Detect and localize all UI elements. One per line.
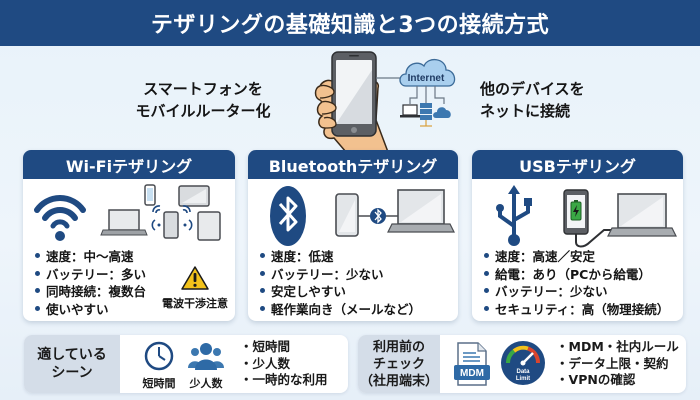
card-wifi-tethering: Wi-Fiテザリング <box>23 150 235 321</box>
list-item: バッテリー：少ない <box>260 266 421 284</box>
usb-icon <box>496 185 532 246</box>
list-item: 安定しやすい <box>260 283 421 301</box>
intro-right-line2: ネットに接続 <box>480 102 571 120</box>
intro-left-line2: モバイルルーター化 <box>135 102 271 120</box>
warning-label: 電波干渉注意 <box>162 297 228 310</box>
scenes-label-line1: 適している <box>37 347 107 363</box>
wifi-icon <box>34 195 86 241</box>
bluetooth-feature-list: 速度：低速 バッテリー：少ない 安定しやすい 軽作業向き（メールなど） <box>260 248 421 318</box>
list-item: 給電：あり（PCから給電） <box>484 266 669 284</box>
suitable-scenes-box: 適している シーン 短時間 少人数 短時間 少人数 一時的な利用 <box>24 335 348 393</box>
intro-right-line1: 他のデバイスを <box>480 80 585 98</box>
mdm-document-icon: MDM <box>454 342 490 386</box>
list-item: VPNの確認 <box>556 372 679 389</box>
list-item: データ上限・契約 <box>556 356 679 373</box>
wifi-feature-list: 速度：中～高速 バッテリー：多い 同時接続：複数台 使いやすい <box>35 248 146 318</box>
pre-use-check-box: 利用前の チェック （社用端末） MDM Data Limit MDM・社内ルー… <box>358 335 686 393</box>
check-label-line2: チェック <box>372 356 425 372</box>
svg-text:Limit: Limit <box>516 376 530 382</box>
svg-text:Data: Data <box>516 369 530 375</box>
list-item: バッテリー：多い <box>35 266 146 284</box>
list-item: 速度：低速 <box>260 248 421 266</box>
list-item: 一時的な利用 <box>240 372 328 389</box>
group-icon <box>188 343 224 370</box>
page-title: テザリングの基礎知識と3つの接続方式 <box>150 13 550 38</box>
page-header: テザリングの基礎知識と3つの接続方式 <box>0 0 700 46</box>
scenes-label: 適している シーン <box>24 335 120 393</box>
clock-icon <box>144 341 174 371</box>
card-title: Wi-Fiテザリング <box>23 150 235 179</box>
list-item: 使いやすい <box>35 301 146 319</box>
scenes-label-line2: シーン <box>51 365 93 381</box>
phone-laptop-icon <box>335 189 455 237</box>
list-item: 短時間 <box>240 339 328 356</box>
usb-feature-list: 速度：高速／安定 給電：あり（PCから給電） バッテリー：少ない セキュリティ：… <box>484 248 669 318</box>
hand-phone-icon: Internet <box>314 51 456 153</box>
card-bluetooth-tethering: Bluetoothテザリング 速度：低速 バッテリー：少ない 安定しやすい <box>248 150 458 321</box>
svg-text:MDM: MDM <box>460 368 484 379</box>
devices-icon <box>100 184 221 241</box>
svg-text:Internet: Internet <box>408 73 445 84</box>
bluetooth-illustration <box>248 182 458 250</box>
list-item: 少人数 <box>240 356 328 373</box>
scenes-list: 短時間 少人数 一時的な利用 <box>240 339 328 389</box>
card-title: Bluetoothテザリング <box>248 150 458 179</box>
list-item: 軽作業向き（メールなど） <box>260 301 421 319</box>
list-item: 同時接続：複数台 <box>35 283 146 301</box>
list-item: セキュリティ：高（物理接続） <box>484 301 669 319</box>
usb-illustration <box>472 182 683 250</box>
list-item: MDM・社内ルール <box>556 339 679 356</box>
card-title: USBテザリング <box>472 150 683 179</box>
list-item: バッテリー：少ない <box>484 283 669 301</box>
phone-battery-laptop-icon <box>563 189 677 248</box>
interference-warning: 電波干渉注意 <box>155 266 235 311</box>
intro-right-text: 他のデバイスを ネットに接続 <box>480 78 610 122</box>
list-item: 速度：中～高速 <box>35 248 146 266</box>
clock-caption: 短時間 <box>142 377 176 390</box>
check-label-line3: （社用端末） <box>359 373 438 389</box>
list-item: 速度：高速／安定 <box>484 248 669 266</box>
check-list: MDM・社内ルール データ上限・契約 VPNの確認 <box>556 339 679 389</box>
intro-left-line1: スマートフォンを <box>143 80 263 98</box>
group-caption: 少人数 <box>189 377 223 390</box>
card-usb-tethering: USBテザリング <box>472 150 683 321</box>
hero-illustration: Internet <box>312 48 472 153</box>
bluetooth-icon <box>270 186 306 246</box>
intro-left-text: スマートフォンを モバイルルーター化 <box>118 78 288 122</box>
check-label-line1: 利用前の <box>372 339 425 355</box>
check-label: 利用前の チェック （社用端末） <box>358 335 440 393</box>
warning-triangle-icon <box>181 266 209 290</box>
data-limit-gauge-icon: Data Limit <box>501 341 545 385</box>
wifi-illustration <box>23 182 235 250</box>
